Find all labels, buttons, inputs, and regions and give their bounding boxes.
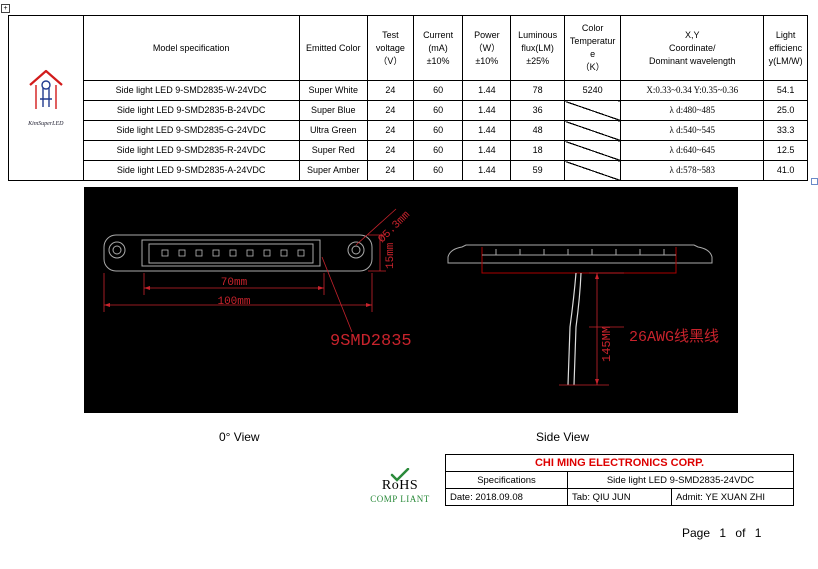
cell-xy: X:0.33~0.34 Y:0.35~0.36 [620,80,765,101]
cell-efficiency: 41.0 [763,160,808,181]
cell-model: Side light LED 9-SMD2835-B-24VDC [82,100,300,121]
cell-flux: 48 [510,120,566,141]
header-color: Emitted Color [298,15,369,81]
wire-spec-label: 26AWG线黑线 [629,328,719,346]
cell-current: 60 [412,140,464,161]
dim-100-label: 100mm [217,296,250,308]
rohs-compliant: COMP LIANT [370,494,430,504]
house-logo-icon [29,69,63,109]
cell-color: Super White [298,80,369,101]
cell-xy: λ d:578~583 [620,160,765,181]
cell-power: 1.44 [462,80,512,101]
cell-efficiency: 33.3 [763,120,808,141]
cell-power: 1.44 [462,120,512,141]
mount-hole-left [108,241,126,259]
spec-label: Specifications [445,471,568,489]
table-row: Side light LED 9-SMD2835-G-24VDC Ultra G… [9,120,808,141]
table-row: Side light LED 9-SMD2835-A-24VDC Super A… [9,160,808,181]
cell-voltage: 24 [367,80,414,101]
cell-voltage: 24 [367,100,414,121]
drawing-svg: 70mm 100mm Ø5.3mm 15mm 9SMD2835 [103,208,719,386]
spec-table: KimSuperLED Model specification Emitted … [8,15,808,181]
lamp-housing [103,234,373,272]
cell-voltage: 24 [367,120,414,141]
cell-flux: 59 [510,160,566,181]
company-name: CHI MING ELECTRONICS CORP. [444,454,795,472]
technical-drawing: 70mm 100mm Ø5.3mm 15mm 9SMD2835 [84,187,738,413]
cell-voltage: 24 [367,160,414,181]
cell-temp: 5240 [564,80,622,101]
dim-70-label: 70mm [221,277,248,289]
company-logo: KimSuperLED [8,15,84,181]
header-model: Model specification [82,15,300,81]
mount-hole-right [347,241,365,259]
rohs-logo: RoHS COMP LIANT [370,468,430,504]
wires [567,272,582,386]
cell-color: Super Red [298,140,369,161]
cell-xy: λ d:480~485 [620,100,765,121]
cell-efficiency: 25.0 [763,100,808,121]
side-housing [447,244,713,264]
title-block: CHI MING ELECTRONICS CORP. Specification… [444,454,795,506]
logo-text: KimSuperLED [28,121,64,127]
cell-model: Side light LED 9-SMD2835-G-24VDC [82,120,300,141]
cell-efficiency: 12.5 [763,140,808,161]
date-field: Date: 2018.09.08 [445,488,568,506]
cell-efficiency: 54.1 [763,80,808,101]
page-number: Page 1 of 1 [682,526,762,540]
cell-current: 60 [412,120,464,141]
cell-color: Super Amber [298,160,369,181]
front-view-caption: 0° View [219,430,260,444]
cell-xy: λ d:540~545 [620,120,765,141]
dim-145-label: 145MM [600,326,614,362]
cell-flux: 36 [510,100,566,121]
header-power: Power（W）±10% [462,15,512,81]
cell-model: Side light LED 9-SMD2835-R-24VDC [82,140,300,161]
led-chips [161,249,305,257]
rohs-mark: RoHS [381,478,419,493]
header-current: Current(mA)±10% [412,15,464,81]
cell-model: Side light LED 9-SMD2835-A-24VDC [82,160,300,181]
front-view-body [103,234,373,272]
cell-flux: 18 [510,140,566,161]
cell-color: Super Blue [298,100,369,121]
cell-power: 1.44 [462,140,512,161]
side-view-caption: Side View [536,430,590,444]
dim-height-label: 15mm [385,242,397,269]
cell-temp [564,160,622,181]
product-name: Side light LED 9-SMD2835-24VDC [566,471,795,489]
corner-marker: + [1,4,10,13]
cell-voltage: 24 [367,140,414,161]
cell-current: 60 [412,100,464,121]
corner-marker [811,178,818,185]
cell-current: 60 [412,160,464,181]
table-row: Side light LED 9-SMD2835-W-24VDC Super W… [9,80,808,101]
table-row: Side light LED 9-SMD2835-B-24VDC Super B… [9,100,808,121]
tab-field: Tab: QIU JUN [567,488,672,506]
cell-current: 60 [412,80,464,101]
admit-field: Admit: YE XUAN ZHI [670,488,795,506]
cell-flux: 78 [510,80,566,101]
table-row: Side light LED 9-SMD2835-R-24VDC Super R… [9,140,808,161]
cell-power: 1.44 [462,100,512,121]
cell-color: Ultra Green [298,120,369,141]
cell-temp [564,100,622,121]
cell-temp [564,120,622,141]
side-view-body [447,244,713,274]
dim-hole-label: Ø5.3mm [376,209,413,246]
led-window [141,239,321,267]
cell-power: 1.44 [462,160,512,181]
led-type-label: 9SMD2835 [330,332,412,351]
checkmark-icon [390,468,410,482]
cell-temp [564,140,622,161]
cell-xy: λ d:640~645 [620,140,765,161]
cell-model: Side light LED 9-SMD2835-W-24VDC [82,80,300,101]
